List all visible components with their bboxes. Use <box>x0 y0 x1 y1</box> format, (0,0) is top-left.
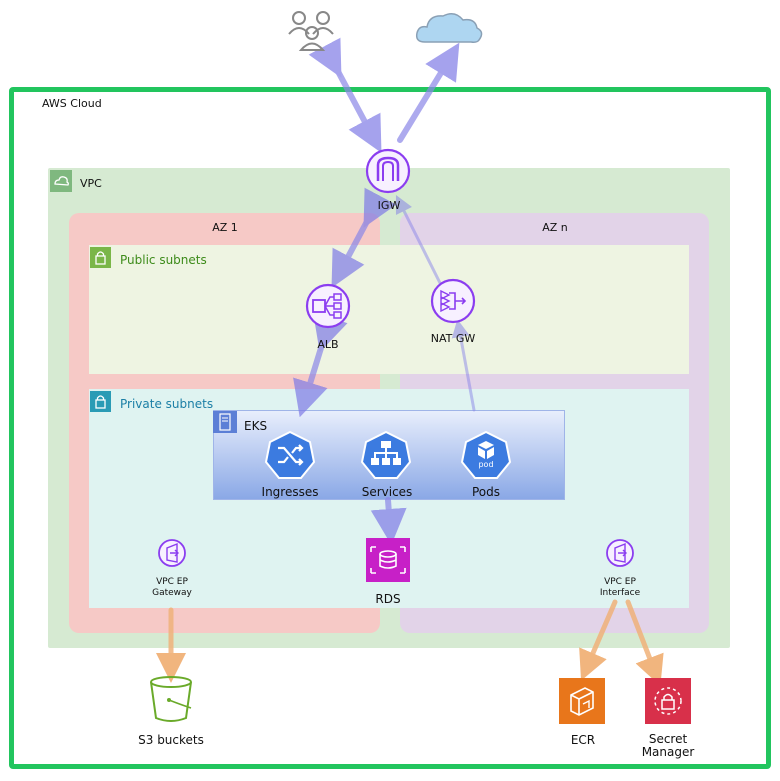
lock-icon <box>90 247 111 268</box>
pod-badge: pod <box>478 460 494 469</box>
ingresses-label: Ingresses <box>261 485 319 499</box>
rds-label: RDS <box>375 592 401 606</box>
pods-label: Pods <box>471 485 501 499</box>
vpc-ep-interface-label: VPC EP Interface <box>599 577 641 598</box>
ingress-icon <box>264 430 316 484</box>
interface-ecr-arrow <box>579 599 618 681</box>
secret-manager-icon <box>645 678 691 724</box>
azn-label: AZ n <box>542 221 568 234</box>
ecr-icon <box>559 678 605 724</box>
s3-bucket-icon <box>145 674 197 728</box>
vpc-endpoint-gateway-icon <box>157 538 187 572</box>
vpc-label: VPC <box>80 177 102 190</box>
pod-icon <box>460 430 512 484</box>
users-icon <box>287 6 339 60</box>
internet-cloud-icon <box>413 8 485 52</box>
natgw-igw-arrow <box>395 194 442 285</box>
vpc-icon <box>50 170 72 192</box>
eks-label: EKS <box>244 419 268 433</box>
users-igw-arrow <box>308 37 382 153</box>
ecr-label: ECR <box>570 733 596 747</box>
secret-manager-label: Secret Manager <box>641 732 695 759</box>
igw-icon <box>364 147 412 199</box>
public-subnets-label: Public subnets <box>120 253 207 267</box>
pods-natgw-arrow <box>451 319 476 412</box>
s3-label: S3 buckets <box>138 733 204 747</box>
alb-label: ALB <box>317 338 339 351</box>
lock-icon <box>90 391 111 412</box>
alb-eks-arrow <box>293 312 348 418</box>
vpc-ep-gateway-label: VPC EP Gateway <box>152 577 192 598</box>
igw-internet-arrow <box>397 42 460 143</box>
igw-label: IGW <box>377 199 401 212</box>
eks-rds-arrow <box>370 497 407 545</box>
server-icon <box>213 411 237 433</box>
interface-secret-arrow <box>625 599 664 686</box>
service-icon <box>360 430 412 484</box>
private-subnets-label: Private subnets <box>120 397 214 411</box>
services-label: Services <box>361 485 413 499</box>
igw-alb-arrow <box>331 187 397 288</box>
nat-gateway-icon <box>429 277 477 329</box>
vpc-endpoint-interface-icon <box>605 538 635 572</box>
az1-label: AZ 1 <box>212 221 238 234</box>
aws-cloud-frame <box>9 87 771 769</box>
aws-cloud-label: AWS Cloud <box>42 97 102 110</box>
rds-icon <box>366 538 410 582</box>
nat-gw-label: NAT GW <box>430 332 476 345</box>
alb-icon <box>304 282 352 334</box>
